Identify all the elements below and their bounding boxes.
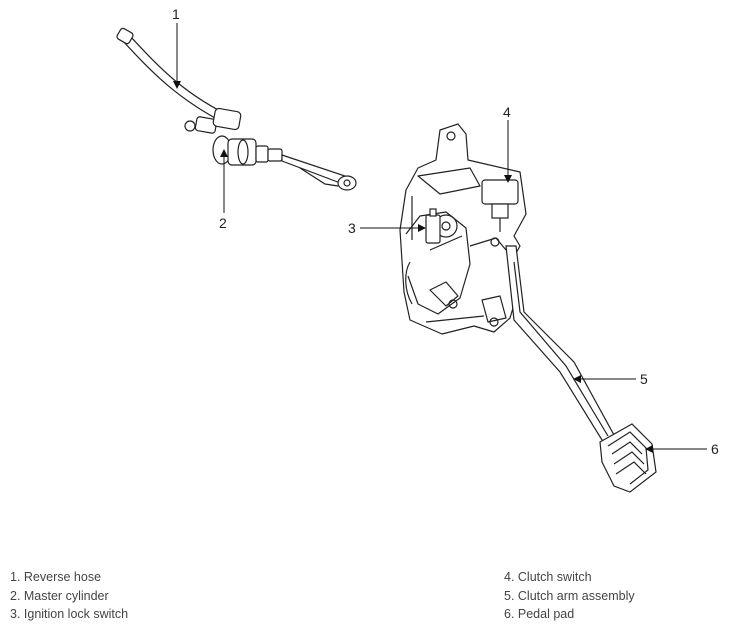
master-cylinder-drawing (184, 107, 357, 191)
callout-6: 6 (711, 441, 719, 457)
legend-item-master-cylinder: 2. Master cylinder (10, 588, 109, 603)
callout-1: 1 (172, 6, 180, 22)
legend-left: 1. Reverse hose 2. Master cylinder 3. Ig… (10, 568, 128, 624)
legend-right: 4. Clutch switch 5. Clutch arm assembly … (504, 568, 635, 624)
legend-item-clutch-arm-assembly: 5. Clutch arm assembly (504, 588, 635, 603)
pedal-bracket-drawing (399, 123, 527, 335)
legend-item-reverse-hose: 1. Reverse hose (10, 570, 102, 584)
clutch-switch-drawing (481, 179, 519, 232)
legend-item-ignition-lock-switch: 3. Ignition lock switch (10, 607, 129, 621)
legend-item-clutch-switch: 4. Clutch switch (504, 570, 592, 584)
clutch-arm-drawing (505, 245, 622, 448)
callout-4: 4 (503, 104, 511, 120)
pedal-pad-drawing (599, 423, 657, 493)
legend-item-pedal-pad: 6. Pedal pad (504, 607, 575, 621)
ignition-lock-switch-drawing (425, 208, 441, 244)
clutch-pedal-diagram: 1 2 3 4 5 6 (116, 6, 719, 493)
leader-lines (173, 23, 707, 453)
callout-2: 2 (219, 215, 227, 231)
callout-5: 5 (640, 371, 648, 387)
callout-3: 3 (348, 220, 356, 236)
